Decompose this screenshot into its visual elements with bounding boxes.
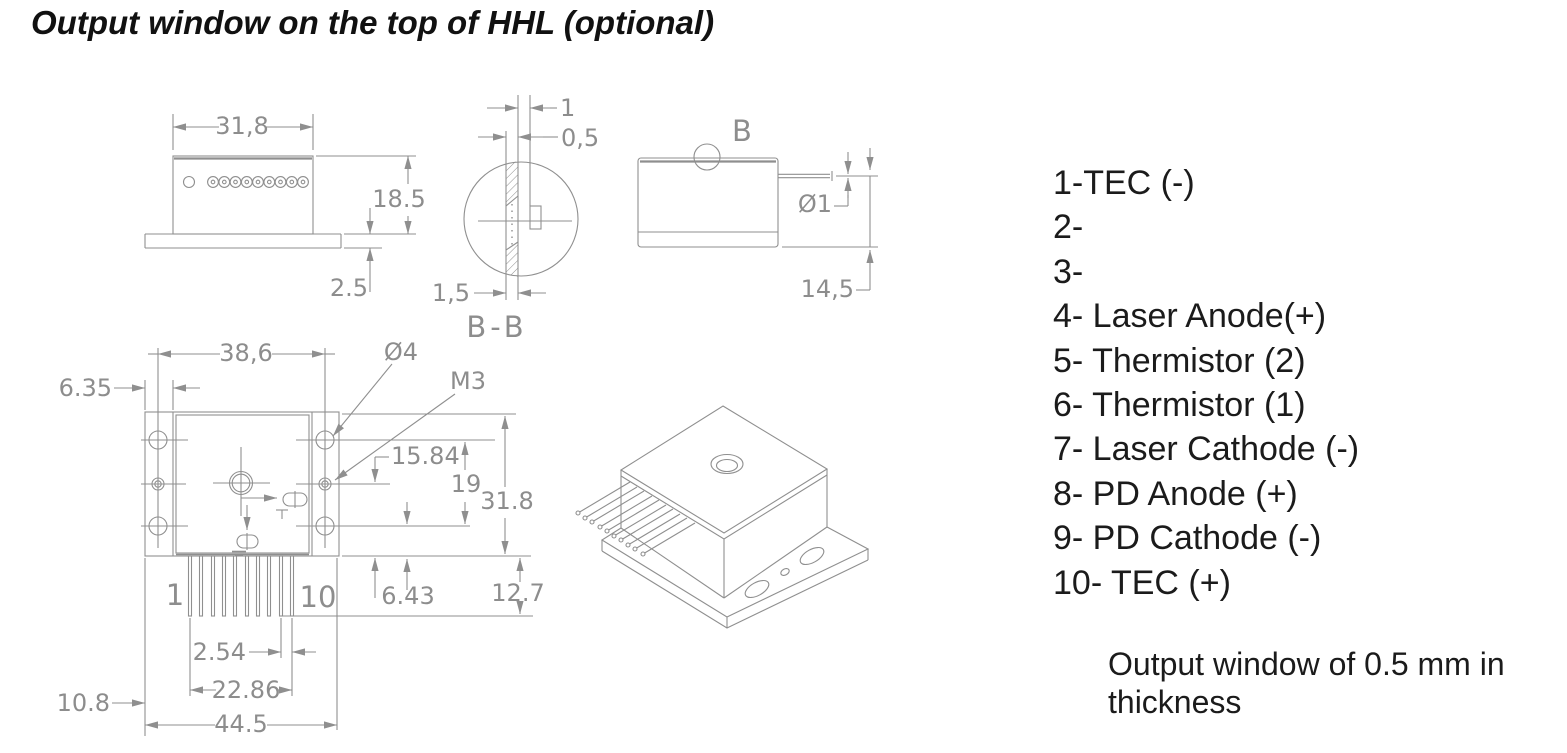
dim-side-height: 14,5 <box>801 275 854 303</box>
output-window-note: Output window of 0.5 mm in thickness <box>1108 646 1505 720</box>
section-label: B-B <box>466 310 527 344</box>
front-package-outline <box>144 155 342 249</box>
dim-pin-row: 22.86 <box>212 676 281 704</box>
section-cut-label: B <box>732 114 752 148</box>
dim-front-width: 31,8 <box>215 112 268 140</box>
side-view-drawing: B Ø1 14,5 <box>637 114 878 303</box>
pin-assignment-list: 1-TEC (-) 2- 3- 4- Laser Anode(+) 5- The… <box>1053 161 1359 605</box>
pin-first-label: 1 <box>166 578 184 612</box>
dim-pin-pitch: 2.54 <box>193 638 246 666</box>
dim-flange-width: 6.35 <box>59 374 112 402</box>
iso-package <box>619 405 829 599</box>
dim-pin-diameter: Ø1 <box>798 190 832 218</box>
pin-row: 1 10 <box>166 555 337 617</box>
section-geometry <box>463 95 579 300</box>
dim-body-size: 31.8 <box>480 487 533 515</box>
dim-section-window: 0,5 <box>561 124 599 152</box>
dim-bottom-hole: 6.43 <box>381 582 434 610</box>
pin-assignment: 3- <box>1053 252 1084 291</box>
hole-diameter-label: Ø4 <box>384 338 418 366</box>
dim-front-flange: 2.5 <box>330 274 368 302</box>
pin-assignment: 6- Thermistor (1) <box>1053 386 1306 425</box>
side-package-outline <box>637 143 833 248</box>
pin-assignment: 7- Laser Cathode (-) <box>1053 430 1360 469</box>
iso-window-outer <box>710 453 744 475</box>
dim-section-total: 1,5 <box>432 279 470 307</box>
pin-last-label: 10 <box>300 580 337 614</box>
top-dimensions: 38,6 6.35 Ø4 M3 15.84 19 31.8 6.43 12.7 … <box>57 338 545 738</box>
pin-assignment: 5- Thermistor (2) <box>1053 341 1306 380</box>
pin-assignment: 2- <box>1053 208 1084 247</box>
iso-window-inner <box>715 458 739 473</box>
dim-pin-length: 12.7 <box>491 579 544 607</box>
section-dimensions: 1 0,5 1,5 B-B <box>432 94 599 344</box>
mounting-holes <box>141 348 495 548</box>
dim-hole-span: 38,6 <box>219 339 272 367</box>
front-dimensions: 31,8 18.5 2.5 <box>172 112 426 302</box>
pin-assignment: 10- TEC (+) <box>1053 563 1231 602</box>
pin-assignment: 1-TEC (-) <box>1053 164 1195 202</box>
dim-total-width: 44.5 <box>214 710 267 738</box>
page-title: Output window on the top of HHL (optiona… <box>31 4 715 41</box>
output-window-feature <box>213 447 308 557</box>
isometric-view-drawing <box>575 405 870 629</box>
iso-flange <box>600 526 870 629</box>
dim-hole-rows: 19 <box>451 470 482 498</box>
thread-label: M3 <box>450 367 486 395</box>
front-view-drawing: 31,8 18.5 2.5 <box>144 112 426 302</box>
dim-section-lid: 1 <box>560 94 575 122</box>
section-bb-drawing: 1 0,5 1,5 B-B <box>432 94 599 344</box>
side-dimensions: B Ø1 14,5 <box>732 114 878 303</box>
section-cut-circle <box>693 143 721 171</box>
iso-pins <box>575 481 696 557</box>
dim-edge-to-pin: 10.8 <box>57 689 110 717</box>
pin-assignment: 4- Laser Anode(+) <box>1053 297 1327 336</box>
pin-assignment: 9- PD Cathode (-) <box>1053 519 1322 558</box>
dim-mid-hole: 15.84 <box>391 442 460 470</box>
pin-assignment: 8- PD Anode (+) <box>1053 474 1298 513</box>
dim-front-height: 18.5 <box>372 185 425 213</box>
top-view-drawing: 1 10 38,6 6.35 Ø4 M3 15.84 19 31.8 6.43 <box>57 338 545 738</box>
